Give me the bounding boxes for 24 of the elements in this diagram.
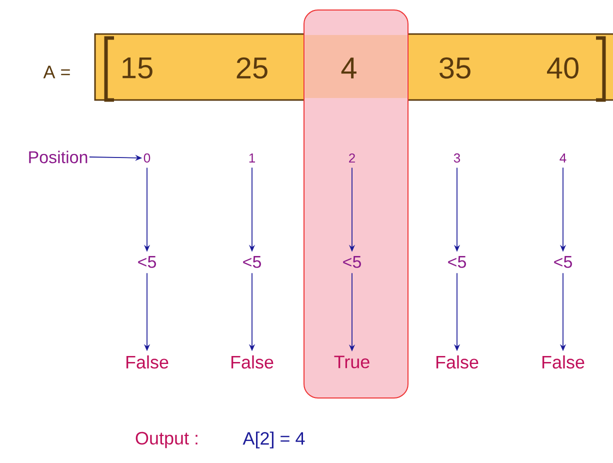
- condition-text: <5: [448, 256, 466, 268]
- output-value: A[2] = 4: [242, 432, 305, 448]
- array-name: A =: [43, 66, 70, 78]
- array-value: 4: [341, 58, 356, 78]
- result-text: True: [334, 356, 370, 368]
- array-value: 25: [236, 57, 268, 79]
- index-number: 0: [144, 153, 150, 163]
- condition-text: <5: [138, 256, 156, 268]
- result-text: False: [126, 355, 168, 369]
- result-text: False: [542, 355, 584, 369]
- output-label: Output :: [136, 432, 198, 448]
- condition-text: <5: [243, 256, 261, 268]
- array-value: 15: [122, 58, 152, 78]
- condition-text: <5: [343, 256, 361, 268]
- index-number: 2: [349, 153, 355, 163]
- array-value: 40: [547, 57, 578, 79]
- array-value: 35: [439, 57, 470, 79]
- index-number: 4: [560, 154, 566, 162]
- position-label: Position: [29, 150, 88, 164]
- result-text: False: [231, 355, 274, 369]
- result-text: False: [436, 355, 478, 369]
- index-number: 1: [249, 154, 255, 162]
- index-number: 3: [454, 153, 460, 163]
- condition-text: <5: [554, 256, 572, 268]
